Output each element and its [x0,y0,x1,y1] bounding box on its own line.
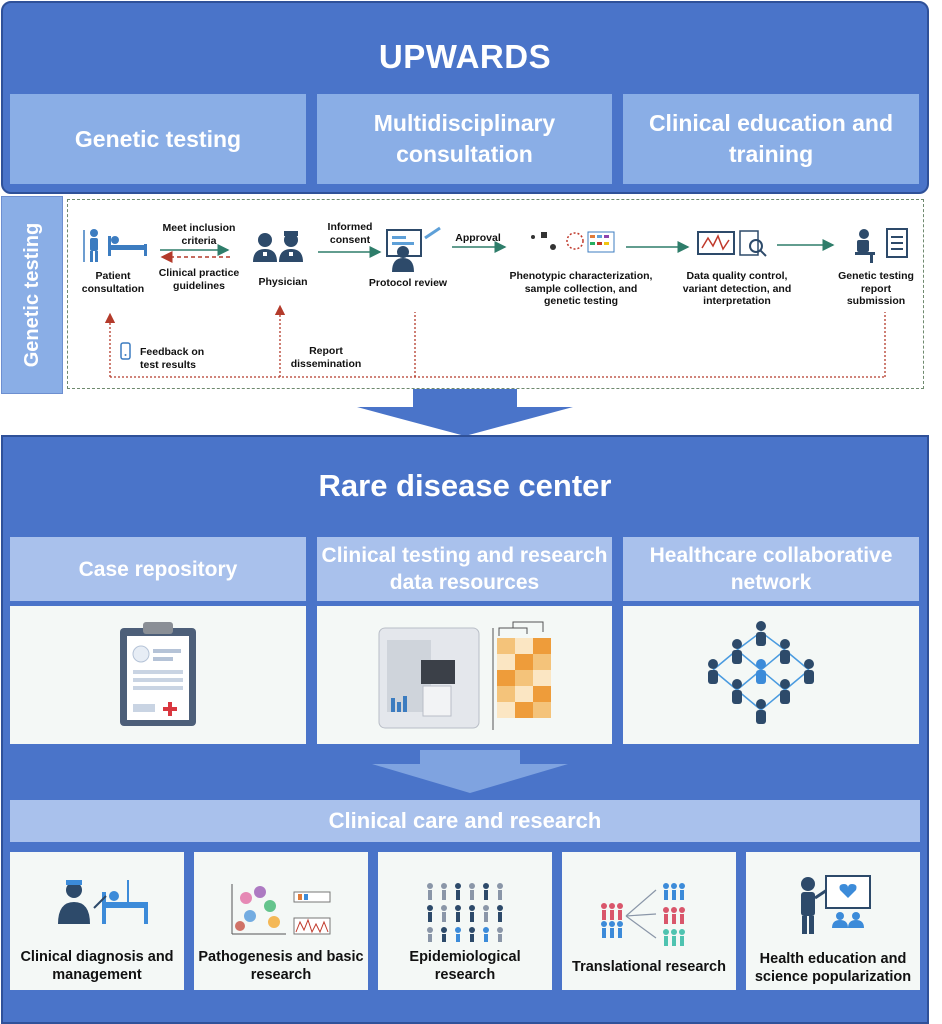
rare-disease-center-title: Rare disease center [318,468,612,503]
report-dissemination: Report dissemination [290,345,362,370]
care-label-translational: Translational research [572,959,726,975]
step-patient-consultation: Patient consultation [81,270,145,295]
step-physician: Physician [258,276,308,288]
data-analysis-icon [697,230,767,257]
care-item-health-education: Health education and science popularizat… [746,852,920,990]
genetic-testing-side-panel [1,196,63,394]
care-label-epidemiological: Epidemiological research [409,949,521,983]
feedback-loop [104,304,886,378]
data-resources-card [317,606,612,744]
step-report-submission: Genetic testing report submission [838,270,914,307]
step-phenotypic-characterization: Phenotypic characterization, sample coll… [509,270,653,307]
step-protocol-review: Protocol review [368,277,448,289]
pillar-genetic-testing: Genetic testing [10,94,306,184]
feedback-test-results: Feedback on test results [140,346,205,371]
collaborative-network-heading: Healthcare collaborative network [623,537,919,601]
step-data-quality-control: Data quality control, variant detection,… [682,270,792,307]
case-repository-card [10,606,306,744]
genetic-testing-workflow [67,199,924,389]
upwards-title: UPWARDS [378,38,552,75]
clinical-care-heading: Clinical care and research [10,800,920,842]
step-approval: Approval [455,232,501,244]
step-inclusion-criteria: Meet inclusion criteria [162,222,236,247]
care-item-pathogenesis: Pathogenesis and basic research [194,852,368,990]
doctor-patient-icon [58,880,148,924]
patient-bed-icon [83,229,147,262]
workflow-graphics [83,226,908,378]
phone-icon [120,342,131,360]
care-item-translational: Translational research [562,852,736,990]
case-repository-heading: Case repository [10,537,306,601]
physician-icon [253,231,303,262]
cluster-plot-icon [231,884,331,935]
care-label-pathogenesis: Pathogenesis and basic research [198,949,364,983]
down-arrow-to-care [372,750,568,793]
care-item-epidemiological: Epidemiological research [378,852,552,990]
translational-icon [601,883,685,946]
down-arrow-to-center [357,389,573,436]
care-label-clinical-diagnosis: Clinical diagnosis and management [20,949,174,983]
step-clinical-guidelines: Clinical practice guidelines [158,267,240,292]
genomic-data-icon [531,231,615,253]
heatmap-icon [492,621,551,730]
pillar-clinical-education: Clinical education and training [623,94,919,184]
data-resources-heading: Clinical testing and research data resou… [317,537,612,601]
protocol-review-icon [386,226,441,272]
people-network-icon [708,621,814,724]
collaborative-network-card [623,606,919,744]
sequencer-heatmap-icon [378,621,551,730]
teaching-icon [801,875,871,934]
care-label-health-education: Health education and science popularizat… [754,951,912,985]
report-submission-icon [855,228,908,263]
pillar-multidisciplinary-consultation: Multidisciplinary consultation [317,94,612,184]
population-icon [427,883,503,942]
clipboard-icon [120,622,196,726]
step-informed-consent: Informed consent [327,221,373,246]
care-item-clinical-diagnosis: Clinical diagnosis and management [10,852,184,990]
